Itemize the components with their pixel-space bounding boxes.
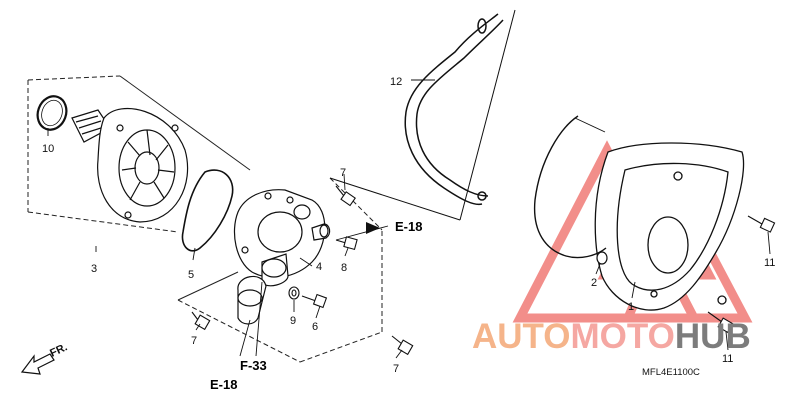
callout-7-left: 7 bbox=[191, 335, 197, 347]
seal-loop-part-2 bbox=[533, 115, 607, 259]
bracket-to-frame-line bbox=[329, 177, 461, 221]
watermark-moto: MOTO bbox=[571, 317, 675, 356]
ref-f33: F-33 bbox=[240, 358, 267, 373]
callout-4: 4 bbox=[316, 261, 322, 273]
callout-6: 6 bbox=[312, 321, 318, 333]
front-direction-arrow-icon bbox=[20, 353, 55, 375]
callout-12: 12 bbox=[390, 76, 402, 88]
cover-part-1 bbox=[594, 142, 745, 311]
bolt-part-7-top bbox=[335, 185, 356, 207]
bracket-part-12 bbox=[404, 13, 504, 206]
clip-part-2 bbox=[596, 251, 608, 265]
callout-1: 1 bbox=[628, 301, 634, 313]
leader-lines bbox=[47, 79, 771, 359]
gasket-part-5 bbox=[181, 169, 234, 252]
o-ring-part-10 bbox=[36, 95, 68, 131]
bolt-part-11-lower bbox=[707, 311, 734, 334]
callout-7-top: 7 bbox=[340, 167, 346, 179]
bolt-part-8 bbox=[335, 236, 358, 251]
pump-assembly-frame bbox=[27, 75, 383, 363]
callout-7-right: 7 bbox=[393, 363, 399, 375]
watermark-auto: AUTO bbox=[472, 317, 571, 356]
divider-line bbox=[459, 9, 516, 221]
callout-2: 2 bbox=[591, 277, 597, 289]
bolt-part-11-upper bbox=[747, 215, 776, 233]
frame-solid-lines bbox=[119, 75, 251, 301]
e18-arrow bbox=[366, 222, 380, 234]
ref-e18-right: E-18 bbox=[395, 219, 422, 234]
washer-part-9 bbox=[288, 286, 300, 300]
watermark-text: AUTOMOTOHUB bbox=[472, 317, 751, 356]
pump-cover-part-4 bbox=[233, 189, 331, 325]
callout-9: 9 bbox=[290, 315, 296, 327]
drawing-code: MFL4E1100C bbox=[642, 367, 700, 378]
bolt-part-7-right bbox=[391, 335, 414, 356]
callout-8: 8 bbox=[341, 262, 347, 274]
callout-10: 10 bbox=[42, 143, 54, 155]
callout-11-lower: 11 bbox=[722, 353, 733, 365]
callout-11-upper: 11 bbox=[764, 257, 775, 269]
bolt-part-6 bbox=[301, 293, 328, 309]
watermark-hub: HUB bbox=[675, 317, 751, 356]
direction-label-fr: FR. bbox=[48, 341, 69, 359]
callout-5: 5 bbox=[188, 269, 194, 281]
pump-impeller-body bbox=[71, 108, 189, 223]
ref-e18-bottom: E-18 bbox=[210, 377, 237, 392]
callout-3: 3 bbox=[91, 263, 97, 275]
